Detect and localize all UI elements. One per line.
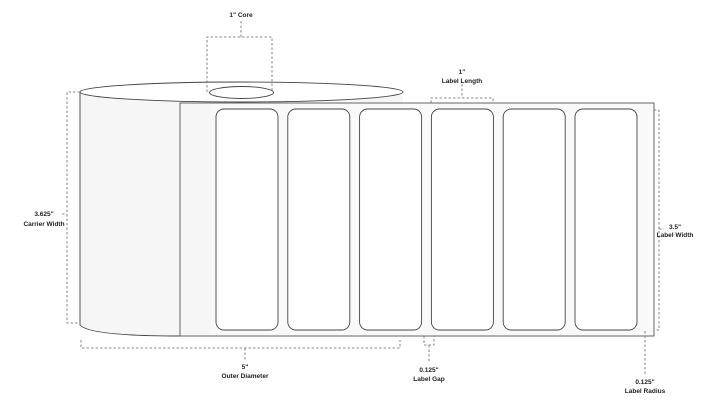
label-width-label: Label Width [657, 232, 694, 239]
core-hole [209, 86, 274, 99]
label-4 [430, 108, 494, 331]
label-length-value: 1" [459, 69, 466, 76]
carrier-width-label: Carrier Width [23, 221, 64, 228]
roll-body [80, 92, 403, 336]
outer-diameter-label: Outer Diameter [222, 373, 269, 380]
core-dimension [206, 21, 273, 92]
label-length-label: Label Length [442, 78, 482, 85]
outer-diameter-value: 5" [242, 364, 249, 371]
label-width-dimension [654, 109, 664, 331]
label-gap-dimension [423, 336, 435, 362]
label-radius-label: Label Radius [625, 388, 666, 395]
label-length-dimension [430, 84, 494, 103]
labels-group [215, 108, 638, 331]
label-radius-value: 0.125" [635, 379, 654, 386]
liner-shadow [180, 104, 211, 335]
label-2 [287, 108, 351, 331]
label-5 [502, 108, 566, 331]
carrier-width-value: 3.625" [34, 211, 53, 218]
label-3 [359, 108, 423, 331]
label-gap-value: 0.125" [419, 367, 438, 374]
label-width-value: 3.5" [669, 224, 681, 231]
label-6 [574, 108, 638, 331]
roll-side-outline [79, 92, 181, 337]
label-1 [215, 108, 279, 331]
label-gap-label: Label Gap [413, 376, 444, 383]
outer-diameter-dimension [80, 340, 401, 360]
core-text: 1" Core [229, 12, 253, 19]
carrier-width-dimension [62, 91, 80, 324]
